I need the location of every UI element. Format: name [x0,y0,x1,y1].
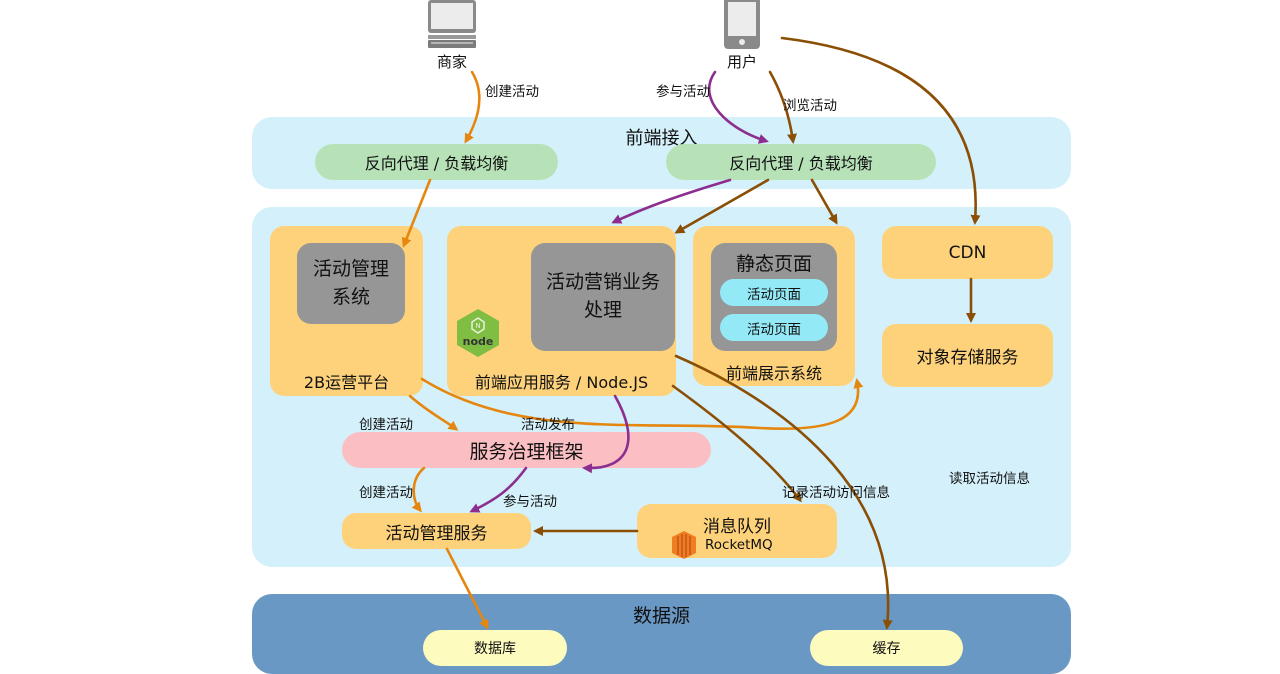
arrow-ops-publish [420,377,864,430]
merchant-label: 商家 [436,53,467,71]
message-queue-title: 消息队列 [703,517,771,537]
display-system-title: 前端展示系统 [725,364,822,383]
arrow-proxy-to-display [810,178,838,225]
ops-platform-title: 2B运营平台 [303,373,390,392]
arrow-user-join [707,70,769,144]
arrow-proxy-to-node-brown [674,178,770,234]
arrow-node-to-cache [674,354,893,630]
static-pages-box: 静态页面 活动页面 活动页面 [711,243,837,351]
label-publish-activity: 活动发布 [521,417,575,433]
ops-platform-block: 活动管理 系统 2B运营平台 [270,226,423,396]
nodejs-logo-icon: N node [457,309,499,357]
merchant-actor: 商家 [420,0,484,72]
label-join-activity-2: 参与活动 [503,494,557,510]
rocketmq-logo-icon [672,531,696,559]
cdn-node: CDN [882,226,1053,279]
arrow-user-to-cdn [780,36,981,225]
arrow-ops-to-governance [408,394,459,431]
arrow-user-browse [768,70,797,144]
frontend-access-title: 前端接入 [625,128,698,149]
marketing-business-logic: 活动营销业务 处理 [531,243,675,351]
label-create-activity-1: 创建活动 [485,84,539,100]
arrow-proxy-to-ops [401,178,432,248]
message-queue-subtitle: RocketMQ [705,537,773,553]
activity-page-1: 活动页面 [720,279,828,306]
nodejs-logo-text: node [463,335,494,348]
flow-arrows [401,36,981,630]
message-queue-block: 消息队列 RocketMQ [637,504,837,559]
reverse-proxy-right: 反向代理 / 负载均衡 [666,144,936,180]
display-system-block: 静态页面 活动页面 活动页面 前端展示系统 [693,226,855,386]
node-app-title: 前端应用服务 / Node.JS [474,373,649,392]
svg-text:N: N [475,322,480,330]
arrow-governance-to-service-orange [411,466,426,513]
reverse-proxy-left: 反向代理 / 负载均衡 [315,144,558,180]
desktop-computer-icon [428,0,476,48]
activity-page-2: 活动页面 [720,314,828,341]
label-record-visit: 记录活动访问信息 [782,485,890,501]
label-read-activity: 读取活动信息 [949,471,1030,487]
service-governance-framework: 服务治理框架 [342,432,711,468]
activity-admin-system: 活动管理 系统 [297,243,405,324]
arrow-service-to-db [445,547,489,630]
arrow-node-to-mq [671,384,802,503]
arrow-governance-to-service-purple [469,466,528,513]
arrow-merchant-to-proxy [464,70,481,144]
activity-admin-service: 活动管理服务 [342,513,531,549]
static-pages-title: 静态页面 [735,253,812,275]
label-browse-activity: 浏览活动 [783,98,837,114]
label-join-activity-1: 参与活动 [656,84,710,100]
user-label: 用户 [726,53,757,71]
label-create-activity-3: 创建活动 [359,485,413,501]
user-actor: 用户 [710,0,774,72]
data-source-title: 数据源 [632,605,690,627]
object-storage-node: 对象存储服务 [882,324,1053,387]
mobile-phone-icon [724,0,760,49]
arrow-proxy-to-node-purple [611,178,732,224]
label-create-activity-2: 创建活动 [359,417,413,433]
node-app-block: 活动营销业务 处理 N node 前端应用服务 / Node.JS [447,226,676,396]
arrow-node-to-governance [582,394,630,474]
